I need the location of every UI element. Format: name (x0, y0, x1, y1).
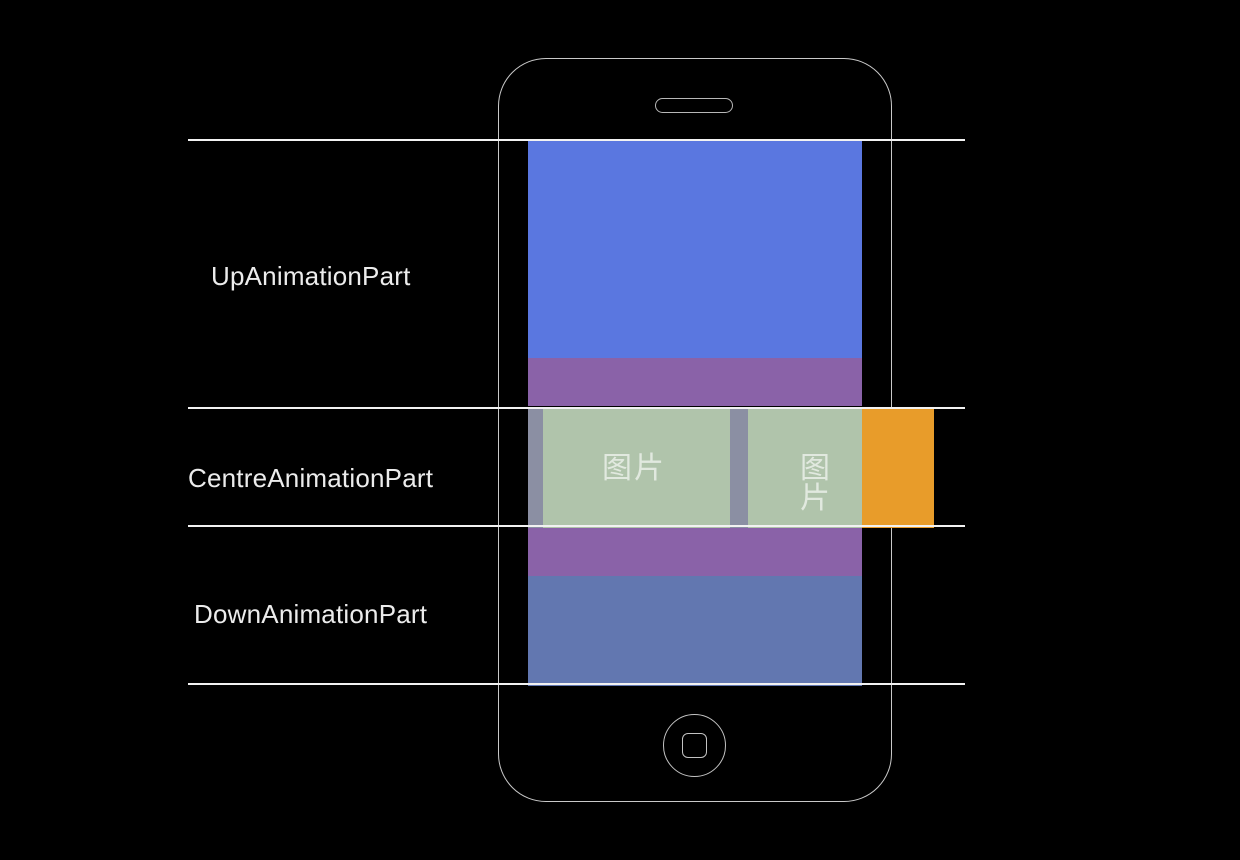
earpiece-speaker-icon (655, 98, 733, 113)
guide-line-centre-bottom (188, 525, 965, 527)
guide-line-bottom (188, 683, 965, 685)
label-down-animation-part: DownAnimationPart (194, 599, 428, 629)
up-animation-purple-band (528, 358, 862, 406)
centre-left-rail (528, 408, 543, 528)
label-up-animation-part: UpAnimationPart (211, 261, 411, 291)
centre-tile-divider (730, 408, 748, 528)
guide-line-centre-top (188, 407, 965, 409)
home-button-square-icon (682, 733, 707, 758)
label-centre-animation-part: CentreAnimationPart (188, 463, 434, 493)
down-animation-blue-band (528, 576, 862, 686)
guide-line-top (188, 139, 965, 141)
phone-screen-content: 图片 图片 (528, 140, 934, 686)
centre-green-background (528, 408, 862, 528)
centre-tile-label-second: 图片 (800, 451, 832, 516)
centre-animation-region: 图片 图片 (528, 408, 934, 528)
centre-overflow-orange-block (862, 408, 934, 528)
down-animation-purple-band (528, 528, 862, 576)
centre-tile-label-first: 图片 (602, 451, 666, 486)
up-animation-blue-band (528, 140, 862, 358)
